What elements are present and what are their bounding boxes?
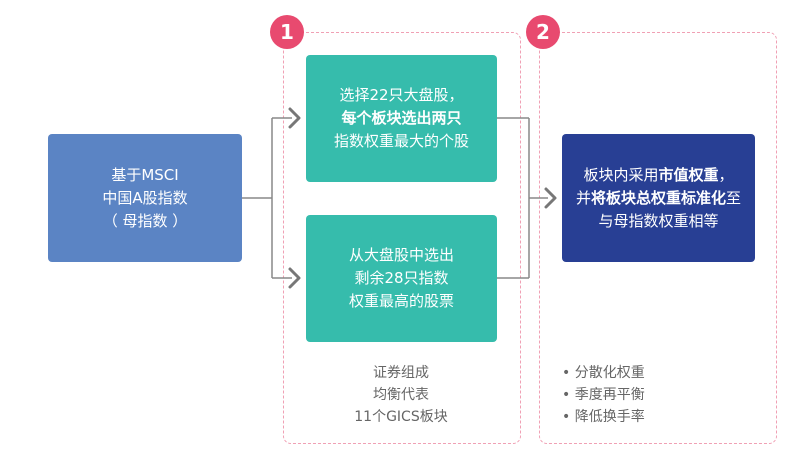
- remaining-line-3: 权重最高的股票: [348, 292, 454, 310]
- caption-line: 均衡代表: [373, 387, 429, 403]
- large-cap-selection-box: 选择22只大盘股， 每个板块选出两只 指数权重最大的个股: [306, 55, 497, 182]
- step2-bullets: • 分散化权重 • 季度再平衡 • 降低换手率: [562, 362, 762, 428]
- weighting-box: 板块内采用市值权重， 并将板块总权重标准化至 与母指数权重相等: [562, 134, 755, 262]
- arrow-right-icon: [288, 107, 301, 129]
- weighting-line-1: 板块内采用市值权重，: [583, 165, 734, 184]
- selection-line-3: 指数权重最大的个股: [333, 132, 469, 150]
- step1-panel: [283, 32, 521, 444]
- source-line-2: 中国A股指数: [102, 188, 188, 207]
- step2-panel: [539, 32, 777, 444]
- weighting-line-2: 并将板块总权重标准化至: [575, 188, 742, 207]
- step1-caption: 证券组成 均衡代表 11个GICS板块: [301, 362, 501, 428]
- remaining-selection-box: 从大盘股中选出 剩余28只指数 权重最高的股票: [306, 215, 497, 342]
- remaining-line-2: 剩余28只指数: [354, 269, 449, 287]
- arrow-right-icon: [544, 187, 557, 209]
- selection-line-1: 选择22只大盘股，: [339, 86, 464, 104]
- arrow-right-icon: [288, 267, 301, 289]
- source-line-3: （ 母指数 ）: [102, 211, 188, 230]
- weighting-line-3: 与母指数权重相等: [598, 211, 719, 230]
- step2-badge: 2: [526, 15, 560, 49]
- remaining-line-1: 从大盘股中选出: [348, 246, 454, 264]
- caption-line: 11个GICS板块: [354, 409, 448, 425]
- source-line-1: 基于MSCI: [111, 165, 179, 184]
- step1-badge: 1: [270, 15, 304, 49]
- selection-line-2: 每个板块选出两只: [341, 109, 462, 127]
- caption-line: 证券组成: [373, 365, 429, 381]
- bullet-item: • 分散化权重: [562, 365, 645, 381]
- bullet-item: • 季度再平衡: [562, 387, 645, 403]
- source-index-box: 基于MSCI 中国A股指数 （ 母指数 ）: [48, 134, 242, 262]
- bullet-item: • 降低换手率: [562, 409, 645, 425]
